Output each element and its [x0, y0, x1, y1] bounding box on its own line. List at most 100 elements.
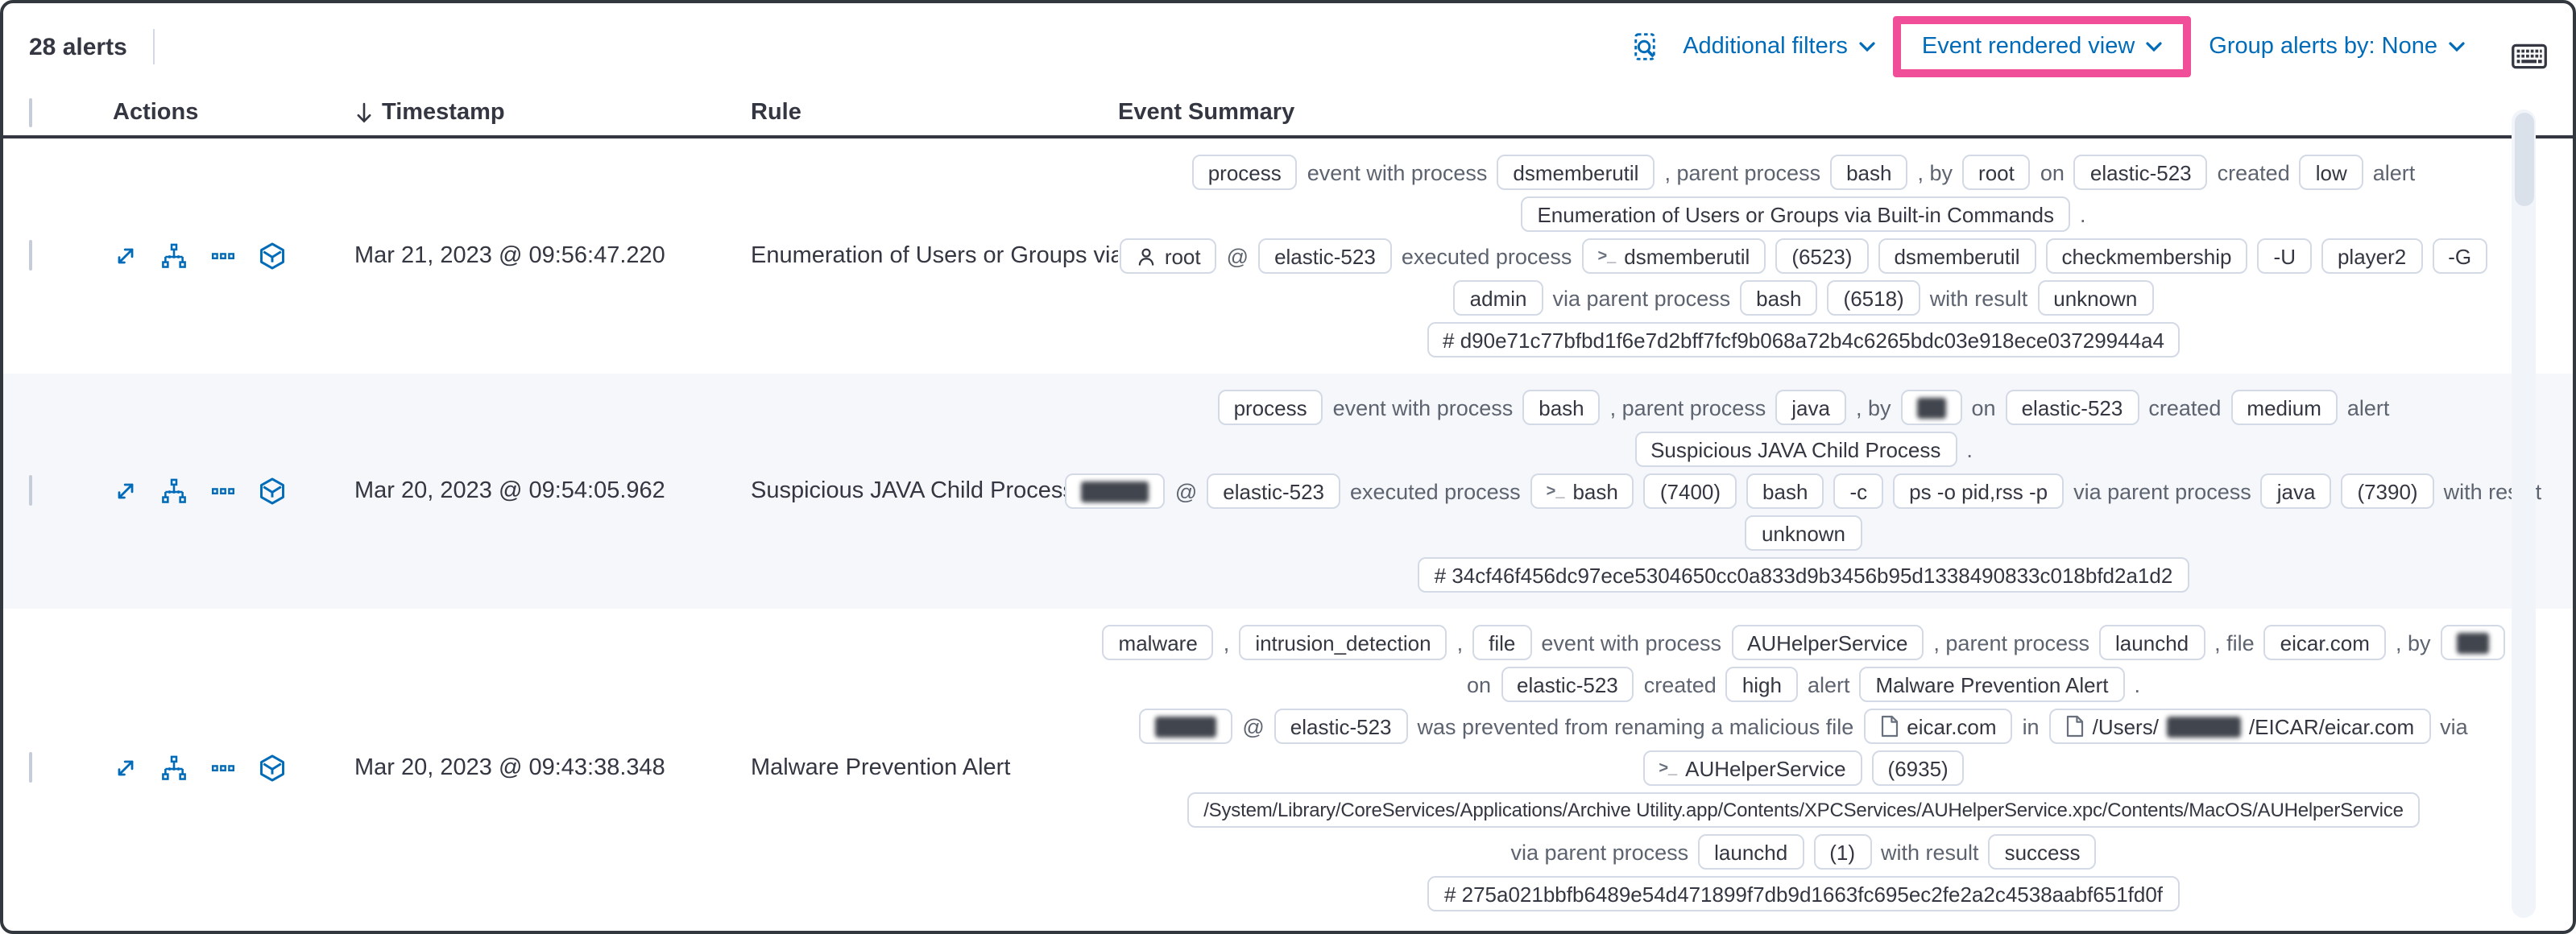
- field-badge[interactable]: elastic-523: [1274, 709, 1408, 744]
- field-badge[interactable]: launchd: [1698, 834, 1804, 870]
- field-badge[interactable]: Suspicious JAVA Child Process: [1634, 432, 1957, 467]
- vertical-scrollbar-thumb[interactable]: [2514, 113, 2533, 206]
- field-badge[interactable]: (6935): [1871, 750, 1965, 786]
- alert-rule-name[interactable]: Suspicious JAVA Child Process: [751, 478, 1075, 504]
- session-view-icon[interactable]: [258, 754, 287, 783]
- field-badge[interactable]: ps -o pid,rss -p: [1893, 473, 2065, 509]
- alert-timestamp: Mar 20, 2023 @ 09:54:05.962: [354, 478, 665, 504]
- field-badge[interactable]: root: [1119, 238, 1217, 274]
- analyzer-icon[interactable]: [159, 754, 188, 782]
- field-badge[interactable]: admin: [1453, 280, 1543, 316]
- field-badge[interactable]: bash: [1740, 280, 1818, 316]
- alert-rule-name[interactable]: Malware Prevention Alert: [751, 755, 1011, 781]
- group-alerts-button[interactable]: Group alerts by: None: [2194, 34, 2479, 60]
- field-badge[interactable]: # d90e71c77bfbd1f6e7d2bff7fcf9b068a72b4c…: [1427, 322, 2180, 357]
- field-badge[interactable]: intrusion_detection: [1239, 625, 1447, 660]
- field-badge[interactable]: java: [1775, 390, 1846, 425]
- field-badge[interactable]: (1): [1813, 834, 1871, 870]
- more-actions-icon[interactable]: [209, 478, 237, 504]
- expand-alert-icon[interactable]: [113, 755, 139, 781]
- field-badge[interactable]: elastic-523: [1501, 667, 1634, 702]
- field-badge[interactable]: Malware Prevention Alert: [1859, 667, 2125, 702]
- redacted-field-badge[interactable]: [1139, 709, 1233, 744]
- alert-timestamp: Mar 20, 2023 @ 09:43:38.348: [354, 755, 665, 781]
- field-badge[interactable]: (6523): [1775, 238, 1869, 274]
- field-badge[interactable]: -c: [1833, 473, 1884, 509]
- sort-descending-icon: [357, 102, 371, 123]
- field-badge[interactable]: AUHelperService: [1731, 625, 1924, 660]
- field-badge[interactable]: bash: [1830, 155, 1908, 190]
- field-badge[interactable]: (7400): [1643, 473, 1737, 509]
- select-all-checkbox[interactable]: [29, 98, 32, 127]
- field-badge[interactable]: (7390): [2341, 473, 2434, 509]
- badge-text: malware: [1118, 630, 1198, 655]
- row-select-checkbox[interactable]: [29, 752, 32, 783]
- row-select-checkbox[interactable]: [29, 475, 32, 506]
- field-badge[interactable]: # 275a021bbfb6489e54d471899f7db9d1663fc6…: [1427, 876, 2180, 911]
- field-badge[interactable]: -G: [2432, 238, 2488, 274]
- badge-text: AUHelperService: [1747, 630, 1908, 655]
- field-badge[interactable]: bash: [1746, 473, 1824, 509]
- field-badge[interactable]: >_bash: [1530, 473, 1634, 509]
- field-badge[interactable]: malware: [1102, 625, 1214, 660]
- field-badge[interactable]: success: [1988, 834, 2097, 870]
- field-badge[interactable]: process: [1217, 390, 1323, 425]
- badge-text: unknown: [1761, 521, 1846, 545]
- field-badge[interactable]: file: [1472, 625, 1532, 660]
- badge-text: bash: [1756, 286, 1802, 310]
- field-badge[interactable]: root: [1962, 155, 2031, 190]
- field-badge[interactable]: dsmemberutil: [1878, 238, 2036, 274]
- badge-text: dsmemberutil: [1624, 244, 1750, 268]
- expand-alert-icon[interactable]: [113, 478, 139, 504]
- session-view-icon[interactable]: [258, 477, 287, 506]
- field-badge[interactable]: unknown: [2037, 280, 2154, 316]
- alert-rule-name[interactable]: Enumeration of Users or Groups via Bui: [751, 243, 1118, 269]
- view-selector-button[interactable]: Event rendered view: [1907, 34, 2176, 60]
- field-badge[interactable]: bash: [1522, 390, 1601, 425]
- field-badge[interactable]: java: [2260, 473, 2332, 509]
- field-badge[interactable]: (6518): [1827, 280, 1920, 316]
- redacted-field-badge[interactable]: [2440, 625, 2505, 660]
- field-badge[interactable]: high: [1725, 667, 1798, 702]
- additional-filters-button[interactable]: Additional filters: [1668, 34, 1890, 60]
- field-badge[interactable]: low: [2299, 155, 2363, 190]
- redacted-field-badge[interactable]: [1900, 390, 1962, 425]
- redacted-field-badge[interactable]: [1065, 473, 1166, 509]
- event-summary-line: # d90e71c77bfbd1f6e7d2bff7fcf9b068a72b4c…: [1427, 322, 2180, 357]
- session-view-icon[interactable]: [258, 242, 287, 271]
- field-badge[interactable]: checkmembership: [2045, 238, 2248, 274]
- field-badge[interactable]: elastic-523: [1207, 473, 1341, 509]
- keyboard-shortcuts-icon[interactable]: [2512, 43, 2547, 69]
- more-actions-icon[interactable]: [209, 243, 237, 269]
- field-badge[interactable]: -U: [2257, 238, 2312, 274]
- analyzer-icon[interactable]: [159, 242, 188, 270]
- event-summary-line: Enumeration of Users or Groups via Built…: [1521, 196, 2086, 232]
- more-actions-icon[interactable]: [209, 755, 237, 781]
- connector-text: alert: [2372, 160, 2416, 184]
- field-badge[interactable]: /System/Library/CoreServices/Application…: [1187, 792, 2420, 828]
- field-badge[interactable]: player2: [2321, 238, 2423, 274]
- field-badge[interactable]: elastic-523: [2073, 155, 2208, 190]
- field-badge[interactable]: eicar.com: [2263, 625, 2386, 660]
- vertical-scrollbar-track[interactable]: [2512, 110, 2536, 918]
- badge-text: launchd: [1714, 840, 1788, 864]
- field-badge[interactable]: /Users//EICAR/eicar.com: [2048, 709, 2431, 744]
- field-badge[interactable]: elastic-523: [1258, 238, 1392, 274]
- field-badge[interactable]: dsmemberutil: [1497, 155, 1655, 190]
- column-header-timestamp[interactable]: Timestamp: [354, 100, 751, 126]
- row-select-checkbox[interactable]: [29, 240, 32, 271]
- field-badge[interactable]: elastic-523: [2005, 390, 2139, 425]
- field-badge[interactable]: process: [1191, 155, 1298, 190]
- field-badge[interactable]: >_dsmemberutil: [1581, 238, 1766, 274]
- field-badge[interactable]: unknown: [1745, 515, 1862, 551]
- expand-alert-icon[interactable]: [113, 243, 139, 269]
- field-badge[interactable]: >_AUHelperService: [1642, 750, 1862, 786]
- field-badge[interactable]: launchd: [2099, 625, 2205, 660]
- field-badge[interactable]: # 34cf46f456dc97ece5304650cc0a833d9b3456…: [1418, 557, 2189, 593]
- column-header-event-summary: Event Summary: [1118, 100, 1295, 126]
- field-badge[interactable]: eicar.com: [1863, 709, 2013, 744]
- field-badge[interactable]: Enumeration of Users or Groups via Built…: [1521, 196, 2071, 232]
- inspect-icon[interactable]: [1620, 32, 1668, 61]
- field-badge[interactable]: medium: [2230, 390, 2338, 425]
- analyzer-icon[interactable]: [159, 477, 188, 505]
